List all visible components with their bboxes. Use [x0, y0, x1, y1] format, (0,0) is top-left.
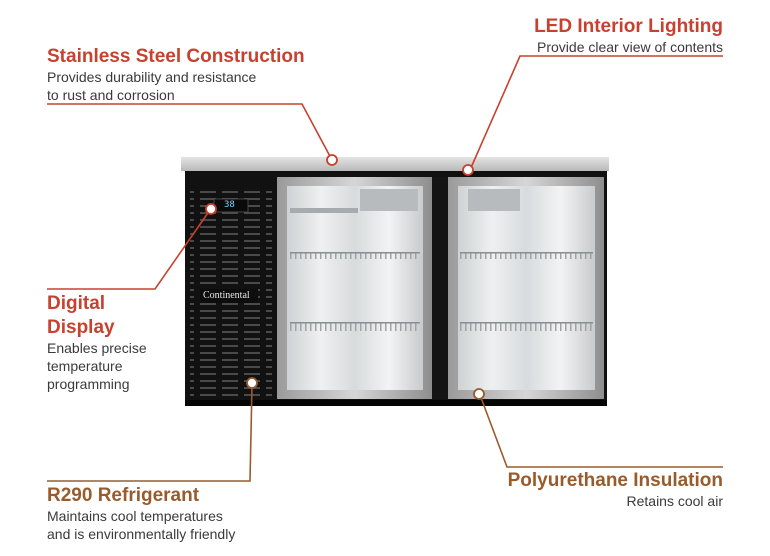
glass-door-left: [277, 177, 432, 399]
callout-description-line: Maintains cool temperatures: [47, 508, 223, 524]
brand-plate: [200, 289, 258, 303]
leader-dot-led: [462, 164, 474, 176]
leader-dot-insulation: [473, 388, 485, 400]
callout-description: Retains cool air: [626, 493, 724, 509]
brand-logo: Continental: [203, 290, 250, 301]
callout-title: Stainless Steel Construction: [47, 46, 305, 67]
callout-description-line: temperature: [47, 358, 123, 374]
callout-title-line: Display: [47, 317, 115, 338]
stainless-top: [181, 157, 609, 171]
leader-line-insulation: [479, 394, 723, 468]
leader-line-digital: [47, 209, 211, 290]
callout-description-line: programming: [47, 376, 130, 392]
leader-dot-stainless: [326, 154, 338, 166]
callout-title: Polyurethane Insulation: [507, 470, 723, 491]
callout-title: R290 Refrigerant: [47, 485, 200, 506]
door-divider: [432, 177, 448, 399]
callout-description-line: to rust and corrosion: [47, 87, 175, 103]
leader-line-led: [469, 55, 723, 171]
leader-dot-r290: [246, 377, 258, 389]
leader-line-stainless: [47, 103, 333, 161]
callout-description: Provide clear view of contents: [537, 39, 723, 55]
cabinet-base: [185, 400, 607, 406]
callout-description-line: Provides durability and resistance: [47, 69, 257, 85]
leader-line-r290: [47, 384, 253, 482]
callout-title: LED Interior Lighting: [534, 16, 723, 37]
callout-title-line: Digital: [47, 293, 106, 314]
callout-description-line: and is environmentally friendly: [47, 526, 236, 542]
display-readout: 38: [224, 200, 235, 210]
leader-dot-digital: [205, 203, 217, 215]
callout-description-line: Enables precise: [47, 340, 147, 356]
glass-door-right: [448, 177, 604, 399]
